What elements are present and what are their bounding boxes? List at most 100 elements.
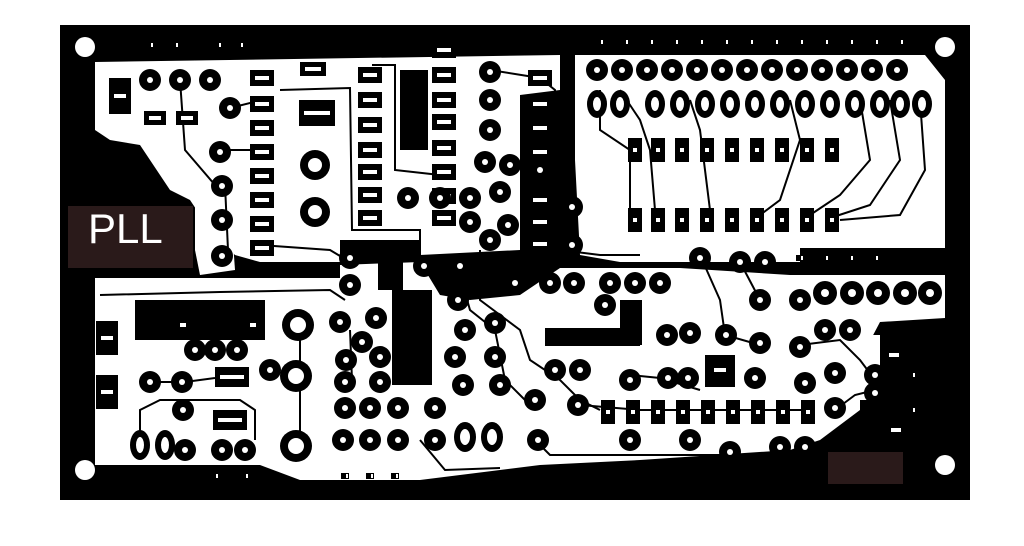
drill-hole [797,344,803,350]
drill-hole [363,148,377,152]
square-pad [671,39,679,45]
drill-hole [533,102,547,106]
drill-hole [182,447,188,453]
drill-hole [437,170,451,174]
drill-hole [701,97,709,111]
drill-hole [676,40,678,44]
drill-hole [255,150,269,154]
drill-hole [872,372,878,378]
drill-hole [487,69,493,75]
drill-hole [752,375,758,381]
square-pad [341,473,349,479]
drill-hole [535,437,541,443]
drill-hole [680,148,684,152]
drill-hole [363,98,377,102]
drill-hole [656,218,660,222]
drill-hole [101,336,113,340]
drill-hole [665,375,671,381]
mounting-hole [935,455,955,475]
drill-hole [701,40,703,44]
drill-hole [373,315,379,321]
drill-hole [487,127,493,133]
square-pad [366,473,374,479]
drill-hole [719,67,725,73]
drill-hole [627,437,633,443]
drill-hole [780,218,784,222]
drill-hole [826,40,828,44]
drill-hole [889,353,899,357]
drill-hole [656,148,660,152]
drill-hole [769,67,775,73]
drill-hole [421,263,427,269]
drill-hole [255,198,269,202]
drill-hole [216,474,218,478]
drill-hole [255,222,269,226]
drill-hole [685,375,691,381]
drill-hole [627,377,633,383]
drill-hole [727,449,733,455]
drill-hole [396,474,398,478]
drill-hole [926,289,934,297]
drill-hole [305,67,321,71]
drill-hole [255,76,269,80]
drill-hole [876,256,878,260]
square-pad [214,42,222,48]
drill-hole [776,40,778,44]
drill-hole [821,289,829,297]
drill-hole [219,447,225,453]
drill-hole [218,418,242,422]
drill-hole [455,297,461,303]
drill-hole [487,97,493,103]
drill-hole [577,367,583,373]
drill-hole [405,195,411,201]
drill-hole [806,410,810,414]
mounting-holes [75,37,955,480]
drill-hole [872,390,878,396]
drill-hole [367,405,373,411]
drill-hole [819,67,825,73]
square-pad [746,39,754,45]
drill-hole [537,167,543,173]
square-pad [871,39,879,45]
bottom-right-label-background [828,452,903,484]
drill-hole [437,120,451,124]
drill-hole [757,297,763,303]
drill-hole [755,148,759,152]
drill-hole [533,76,547,80]
drill-hole [802,444,808,450]
square-pad [908,372,916,378]
drill-hole [395,405,401,411]
drill-hole [751,40,753,44]
square-pad [896,39,904,45]
drill-hole [180,407,186,413]
drill-hole [371,474,373,478]
drill-hole [452,354,458,360]
drill-hole [751,97,759,111]
drill-hole [114,94,126,98]
pads [96,39,942,479]
drill-hole [633,218,637,222]
mounting-hole [935,37,955,57]
drill-hole [363,170,377,174]
drill-hole [492,354,498,360]
drill-hole [220,375,244,379]
drill-hole [242,447,248,453]
drill-hole [731,410,735,414]
drill-hole [241,43,243,47]
drill-hole [219,253,225,259]
drill-hole [255,246,269,250]
drill-hole [533,150,547,154]
drill-hole [802,380,808,386]
drill-hole [918,97,926,111]
drill-hole [676,97,684,111]
square-pad [696,39,704,45]
drill-hole [359,339,365,345]
drill-hole [694,67,700,73]
drill-hole [876,40,878,44]
drill-hole [737,259,743,265]
drill-hole [913,373,915,377]
drill-hole [217,149,223,155]
drill-hole [680,218,684,222]
drill-hole [181,116,193,120]
drill-hole [606,410,610,414]
